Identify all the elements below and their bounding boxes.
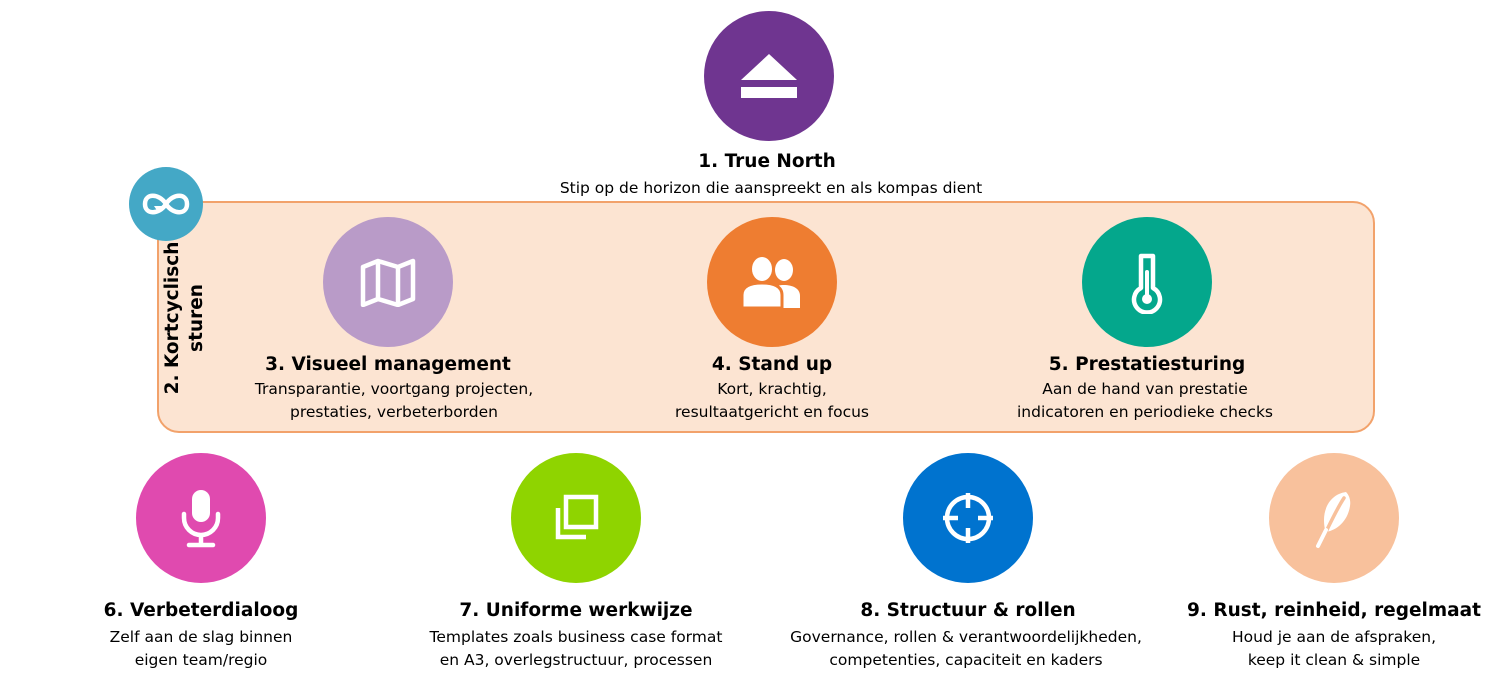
map-icon bbox=[360, 258, 416, 307]
item-desc-3-line1: Transparantie, voortgang projecten, bbox=[254, 380, 534, 398]
item-desc-5-line2: indicatoren en periodieke checks bbox=[1016, 403, 1274, 421]
item-title-5: 5. Prestatiesturing bbox=[1048, 354, 1246, 375]
copy-icon bbox=[555, 494, 599, 540]
item-desc-9: Houd je aan de afspraken, keep it clean … bbox=[1232, 626, 1436, 672]
item-desc-8-line1: Governance, rollen & verantwoordelijkhed… bbox=[790, 628, 1142, 646]
item-desc-3-line2: prestaties, verbeterborden bbox=[290, 403, 498, 421]
item-title-6: 6. Verbeterdialoog bbox=[103, 600, 299, 621]
microphone-icon bbox=[181, 490, 221, 548]
item-desc-6-line1: Zelf aan de slag binnen bbox=[109, 628, 293, 646]
feather-icon bbox=[1316, 492, 1351, 548]
item-desc-4: Kort, krachtig, resultaatgericht en focu… bbox=[675, 378, 869, 424]
item-title-9: 9. Rust, reinheid, regelmaat bbox=[1187, 600, 1481, 621]
item-desc-7-line2: en A3, overlegstructuur, processen bbox=[439, 651, 713, 669]
stand-up-circle bbox=[707, 217, 837, 347]
thermometer-icon bbox=[1131, 253, 1163, 314]
verbeterdialoog-circle bbox=[136, 453, 266, 583]
uniforme-werkwijze-circle bbox=[511, 453, 641, 583]
item-desc-9-line2: keep it clean & simple bbox=[1247, 651, 1421, 669]
true-north-circle bbox=[704, 11, 834, 141]
item-desc-5-line1: Aan de hand van prestatie bbox=[1042, 380, 1248, 398]
eject-icon bbox=[741, 54, 797, 98]
infinity-circle bbox=[129, 167, 203, 241]
rust-reinheid-circle bbox=[1269, 453, 1399, 583]
item-title-7: 7. Uniforme werkwijze bbox=[459, 600, 693, 621]
true-north-desc: Stip op de horizon die aanspreekt en als… bbox=[559, 179, 983, 197]
prestatiesturing-circle bbox=[1082, 217, 1212, 347]
crosshair-icon bbox=[943, 493, 993, 543]
users-icon bbox=[740, 255, 800, 310]
item-desc-8: Governance, rollen & verantwoordelijkhed… bbox=[790, 626, 1142, 672]
item-desc-9-line1: Houd je aan de afspraken, bbox=[1232, 628, 1436, 646]
item-desc-7-line1: Templates zoals business case format bbox=[429, 628, 723, 646]
item-desc-3: Transparantie, voortgang projecten, pres… bbox=[255, 378, 533, 424]
item-desc-6: Zelf aan de slag binnen eigen team/regio bbox=[110, 626, 293, 672]
infinity-icon bbox=[142, 193, 190, 215]
item-desc-6-line2: eigen team/regio bbox=[134, 651, 268, 669]
item-title-8: 8. Structuur & rollen bbox=[860, 600, 1076, 621]
kortcyclisch-label-line2: sturen bbox=[186, 284, 207, 352]
item-title-3: 3. Visueel management bbox=[265, 354, 511, 375]
item-desc-4-line2: resultaatgericht en focus bbox=[675, 403, 869, 421]
true-north-title: 1. True North bbox=[698, 151, 836, 172]
structuur-rollen-circle bbox=[903, 453, 1033, 583]
item-desc-4-line1: Kort, krachtig, bbox=[717, 380, 827, 398]
item-desc-7: Templates zoals business case format en … bbox=[430, 626, 723, 672]
item-desc-5: Aan de hand van prestatie indicatoren en… bbox=[1017, 378, 1273, 424]
visueel-management-circle bbox=[323, 217, 453, 347]
item-desc-8-line2: competenties, capaciteit en kaders bbox=[829, 651, 1103, 669]
kortcyclisch-label-line1: 2. Kortcyclisch bbox=[162, 241, 183, 395]
item-title-4: 4. Stand up bbox=[711, 354, 833, 375]
